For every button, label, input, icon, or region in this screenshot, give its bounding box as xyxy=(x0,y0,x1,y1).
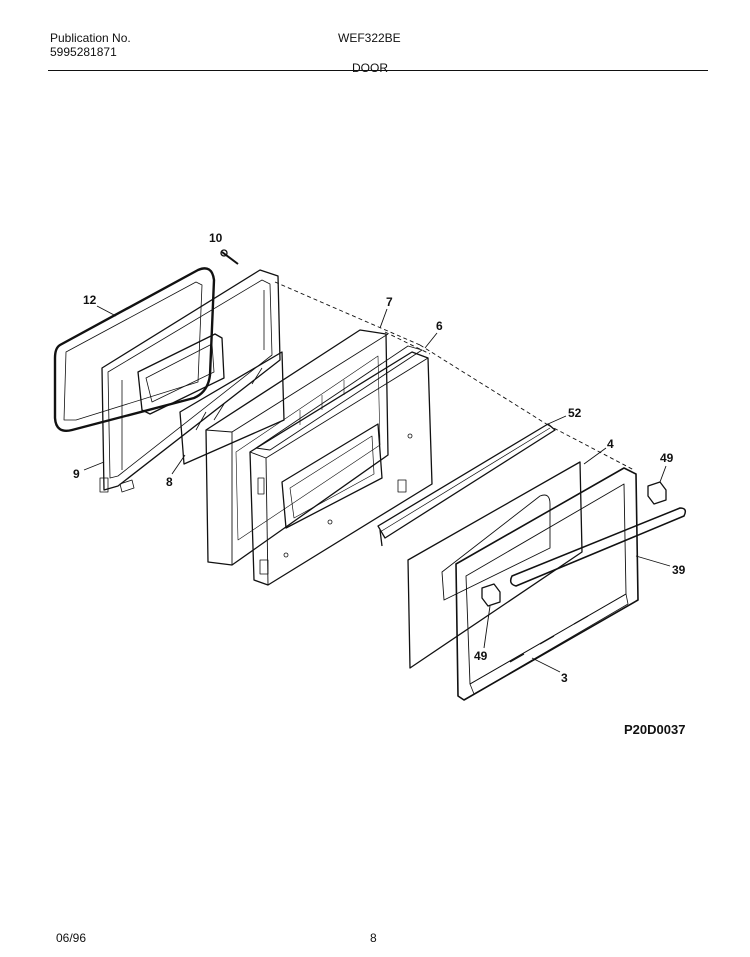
inner-glass-part xyxy=(179,351,285,465)
section-title: DOOR xyxy=(352,61,388,75)
handle-part xyxy=(509,507,687,587)
footer-date: 06/96 xyxy=(56,931,87,945)
footer-page-number: 8 xyxy=(370,931,377,945)
callout-39: 39 xyxy=(672,563,686,577)
callouts: 10 12 7 6 9 8 52 4 49 39 49 3 xyxy=(73,231,686,685)
assembly-lines xyxy=(274,281,635,471)
gasket-part xyxy=(53,267,216,432)
callout-9: 9 xyxy=(73,467,80,481)
door-liner-part xyxy=(249,345,433,586)
callout-4: 4 xyxy=(607,437,614,451)
drawing-code: P20D0037 xyxy=(624,722,686,737)
insulation-part xyxy=(205,329,389,566)
callout-8: 8 xyxy=(166,475,173,489)
screw-part xyxy=(220,249,239,265)
leader-lines xyxy=(83,305,671,673)
inner-door-frame-part xyxy=(99,269,281,493)
header-rule xyxy=(48,70,708,71)
callout-6: 6 xyxy=(436,319,443,333)
callout-49-bottom: 49 xyxy=(474,649,488,663)
callout-12: 12 xyxy=(83,293,97,307)
callout-52: 52 xyxy=(568,406,582,420)
handle-trim-part xyxy=(377,423,556,547)
callout-49-top: 49 xyxy=(660,451,674,465)
publication-label: Publication No. xyxy=(50,31,131,45)
outer-door-frame-part xyxy=(455,467,639,701)
callout-7: 7 xyxy=(386,295,393,309)
model-number: WEF322BE xyxy=(338,31,401,45)
outer-glass-part xyxy=(407,461,583,669)
callout-3: 3 xyxy=(561,671,568,685)
callout-10: 10 xyxy=(209,231,223,245)
publication-number: 5995281871 xyxy=(50,45,117,59)
